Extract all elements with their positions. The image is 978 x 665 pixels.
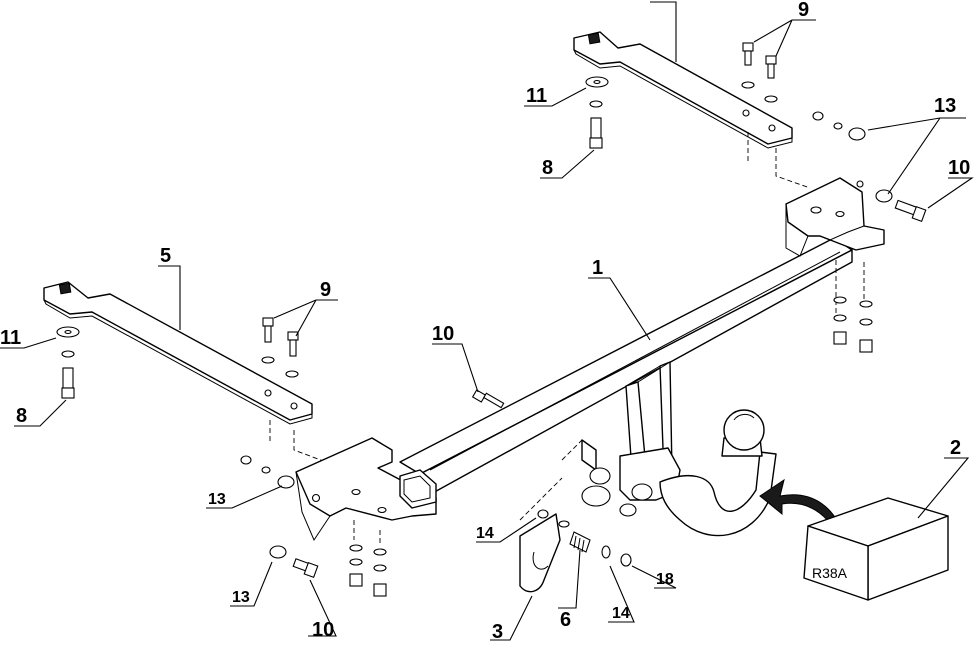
label-bolt-10-bottom: 10	[312, 619, 334, 641]
label-bolts-9-left: 9	[320, 279, 331, 301]
label-nut-18: 18	[656, 571, 674, 588]
wiring-kit-box: R38A	[803, 497, 949, 601]
label-bolt-8-right: 8	[542, 157, 553, 179]
label-washer-14-lower: 14	[612, 605, 630, 622]
socket-plate-parts	[519, 509, 632, 593]
bracket-left	[43, 281, 327, 463]
bracket-right	[573, 31, 811, 189]
label-bolt-10-mid: 10	[432, 323, 454, 345]
bolts-left-hardware	[56, 317, 299, 399]
label-washer-13-left: 13	[208, 491, 226, 508]
label-bolt-set: 6	[560, 609, 571, 631]
leader-lines	[0, 1, 974, 641]
part-labels: 1 2 3 4 5 6 9 9 10 10 10 8 8 11 11 13 13…	[0, 0, 970, 643]
label-washer-14-upper: 14	[476, 525, 494, 542]
label-socket-plate: 3	[492, 621, 503, 643]
label-wiring-kit: 2	[950, 437, 961, 459]
label-bracket-left: 5	[160, 245, 171, 267]
left-plate-hardware	[240, 389, 505, 597]
label-washer-11-right: 11	[526, 85, 547, 107]
label-washer-11-left: 11	[0, 327, 21, 349]
label-bracket-right: 4	[654, 0, 666, 3]
label-bolts-9-right: 9	[798, 0, 809, 21]
wiring-kit-code: R38A	[812, 565, 848, 581]
bolts-right-hardware	[585, 42, 778, 149]
label-tow-bar: 1	[592, 257, 603, 279]
label-washer-13-bottom: 13	[232, 589, 250, 606]
label-bolt-10-right: 10	[948, 157, 970, 179]
label-washer-13-right: 13	[934, 95, 956, 117]
label-bolt-8-left: 8	[16, 405, 27, 427]
tow-bar-main	[295, 177, 885, 542]
right-plate-hardware	[812, 111, 927, 353]
